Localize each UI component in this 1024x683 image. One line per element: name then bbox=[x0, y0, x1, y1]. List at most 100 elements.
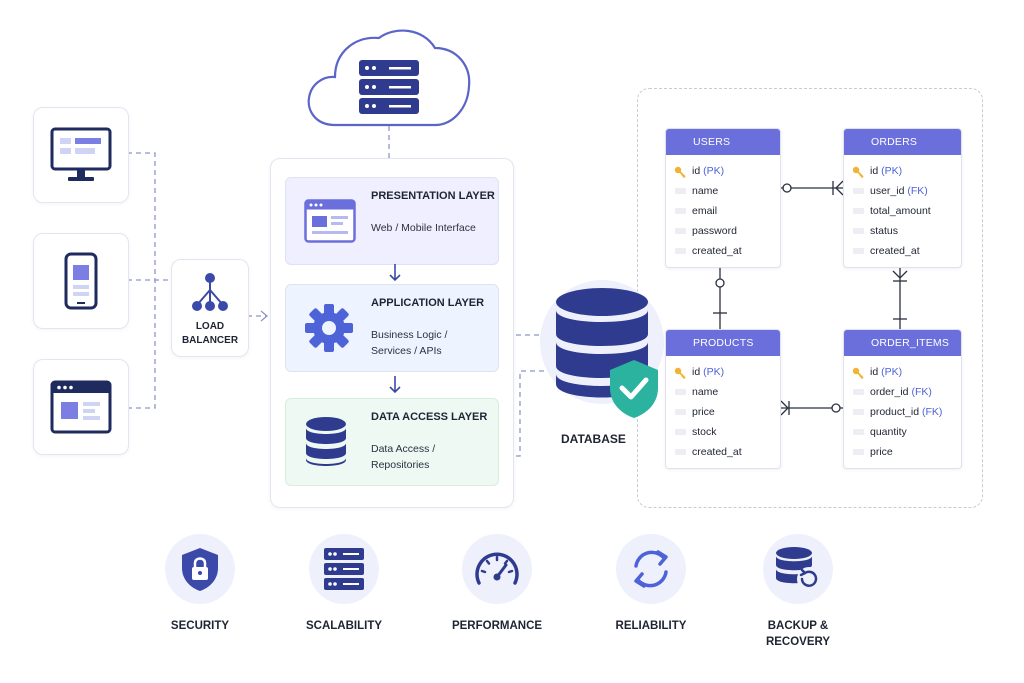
table-row: user_id (FK) bbox=[844, 181, 961, 201]
field-name: id bbox=[692, 165, 701, 177]
field-name: created_at bbox=[692, 446, 742, 458]
field-marker bbox=[853, 248, 864, 254]
field-key-tag: (PK) bbox=[881, 165, 903, 177]
key-icon bbox=[852, 366, 864, 386]
table-row: created_at bbox=[666, 241, 780, 261]
key-icon bbox=[674, 366, 686, 386]
field-key-tag: (PK) bbox=[703, 165, 725, 177]
field-name: order_id bbox=[870, 386, 909, 398]
table-row: created_at bbox=[666, 442, 780, 462]
feature-scalability: SCALABILITY bbox=[269, 534, 419, 634]
feature-performance: PERFORMANCE bbox=[422, 534, 572, 634]
speedometer-icon bbox=[475, 552, 519, 585]
field-name: total_amount bbox=[870, 205, 931, 217]
client-mobile bbox=[33, 233, 129, 329]
field-name: user_id bbox=[870, 185, 905, 197]
field-marker bbox=[675, 449, 686, 455]
field-key-tag: (PK) bbox=[881, 366, 903, 378]
application-layer-title: APPLICATION LAYER bbox=[371, 297, 485, 309]
database bbox=[540, 280, 668, 425]
feature-label: PERFORMANCE bbox=[451, 620, 543, 632]
table-row: status bbox=[844, 221, 961, 241]
gear-icon bbox=[305, 304, 353, 352]
feature-reliability: RELIABILITY bbox=[576, 534, 726, 634]
feature-backup-recovery: BACKUP & RECOVERY bbox=[723, 534, 873, 650]
field-name: password bbox=[692, 225, 737, 237]
database-icon bbox=[306, 417, 346, 466]
table-row: id (PK) bbox=[844, 161, 961, 181]
load-balancer-label: LOAD BALANCER bbox=[181, 321, 239, 346]
table-header: ORDERS bbox=[844, 129, 961, 155]
table-row: password bbox=[666, 221, 780, 241]
field-marker bbox=[853, 449, 864, 455]
data-access-layer-title: DATA ACCESS LAYER bbox=[371, 411, 488, 423]
table-header: USERS bbox=[666, 129, 780, 155]
field-name: id bbox=[870, 165, 879, 177]
field-marker bbox=[675, 188, 686, 194]
field-marker bbox=[675, 248, 686, 254]
table-row: id (PK) bbox=[666, 362, 780, 382]
data-access-layer: DATA ACCESS LAYER Data Access / Reposito… bbox=[285, 398, 499, 486]
database-backup-icon bbox=[776, 547, 821, 591]
table-header: ORDER_ITEMS bbox=[844, 330, 961, 356]
data-access-layer-desc: Data Access / Repositories bbox=[371, 443, 436, 471]
key-icon bbox=[852, 165, 864, 185]
field-marker bbox=[853, 228, 864, 234]
application-layer: APPLICATION LAYER Business Logic / Servi… bbox=[285, 284, 499, 372]
table-row: name bbox=[666, 382, 780, 402]
shield-lock-icon bbox=[182, 548, 218, 591]
presentation-layer-desc: Web / Mobile Interface bbox=[371, 222, 476, 234]
field-marker bbox=[675, 228, 686, 234]
field-name: created_at bbox=[692, 245, 742, 257]
table-row: id (PK) bbox=[844, 362, 961, 382]
cloud-server-icon bbox=[307, 29, 471, 127]
server-rack-icon bbox=[324, 548, 364, 590]
feature-label: RELIABILITY bbox=[615, 620, 687, 632]
field-key-tag: (PK) bbox=[703, 366, 725, 378]
arrow-down-icon bbox=[389, 264, 401, 282]
mobile-phone-icon bbox=[64, 252, 98, 310]
table-row: order_id (FK) bbox=[844, 382, 961, 402]
field-name: name bbox=[692, 386, 719, 398]
field-name: name bbox=[692, 185, 719, 197]
feature-label: BACKUP & RECOVERY bbox=[765, 620, 831, 648]
field-key-tag: (FK) bbox=[921, 406, 943, 418]
field-marker bbox=[853, 429, 864, 435]
table-row: id (PK) bbox=[666, 161, 780, 181]
table-row: name bbox=[666, 181, 780, 201]
network-tree-icon bbox=[192, 273, 228, 311]
field-name: stock bbox=[692, 426, 717, 438]
table-header: PRODUCTS bbox=[666, 330, 780, 356]
field-marker bbox=[675, 389, 686, 395]
table-row: price bbox=[844, 442, 961, 462]
field-marker bbox=[675, 409, 686, 415]
field-name: created_at bbox=[870, 245, 920, 257]
field-name: id bbox=[870, 366, 879, 378]
field-name: product_id bbox=[870, 406, 920, 418]
field-marker bbox=[675, 429, 686, 435]
table-row: total_amount bbox=[844, 201, 961, 221]
presentation-layer-title: PRESENTATION LAYER bbox=[371, 190, 495, 202]
field-key-tag: (FK) bbox=[911, 386, 932, 398]
table-row: quantity bbox=[844, 422, 961, 442]
load-balancer: LOAD BALANCER bbox=[171, 259, 249, 357]
field-marker bbox=[675, 208, 686, 214]
table-row: created_at bbox=[844, 241, 961, 261]
client-browser bbox=[33, 359, 129, 455]
table-users: USERS id (PK) name email password created_at bbox=[665, 128, 781, 268]
key-icon bbox=[674, 165, 686, 185]
cloud-server bbox=[305, 22, 473, 133]
feature-label: SECURITY bbox=[170, 620, 230, 632]
field-name: price bbox=[870, 446, 893, 458]
arrow-down-icon bbox=[389, 376, 401, 394]
field-name: id bbox=[692, 366, 701, 378]
table-row: email bbox=[666, 201, 780, 221]
field-name: status bbox=[870, 225, 899, 237]
presentation-layer: PRESENTATION LAYER Web / Mobile Interfac… bbox=[285, 177, 499, 265]
field-key-tag: (FK) bbox=[907, 185, 928, 197]
field-marker bbox=[853, 208, 864, 214]
field-marker bbox=[853, 188, 864, 194]
field-name: email bbox=[692, 205, 718, 217]
